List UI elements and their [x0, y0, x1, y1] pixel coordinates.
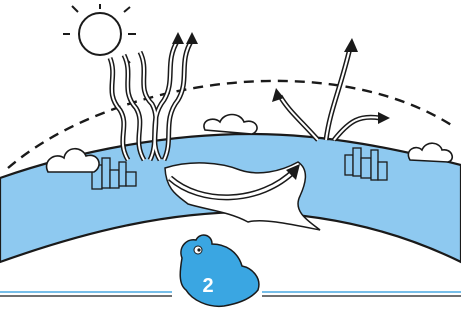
cloud-icon: [408, 143, 452, 162]
sun-icon: [63, 4, 136, 63]
step-number: 2: [202, 275, 213, 297]
cloud-icon: [204, 115, 257, 135]
escaping-heat-arrows: [280, 48, 380, 140]
dinosaur-mascot-icon: 2: [180, 235, 259, 306]
